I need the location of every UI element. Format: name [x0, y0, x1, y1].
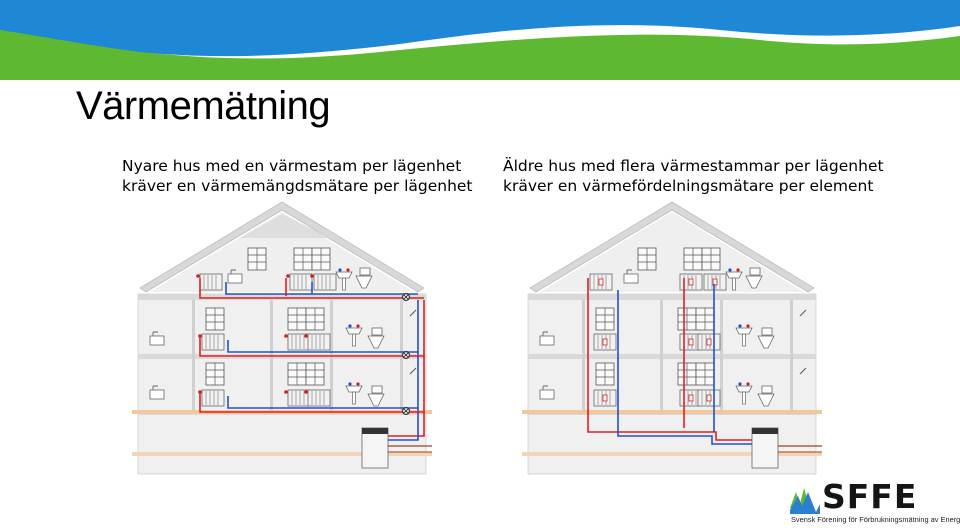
window-icon: [205, 362, 225, 386]
radiator-icon: [197, 389, 225, 407]
boiler-icon: [751, 427, 779, 469]
house-diagram-newer: [132, 201, 432, 475]
caption-left-line2: kräver en värmemängdsmätare per lägenhet: [122, 177, 473, 195]
logo-tagline: Svensk Förening för Förbrukningsmätning …: [791, 515, 960, 524]
page-title: Värmemätning: [76, 84, 331, 128]
window-icon: [247, 247, 267, 271]
window-icon: [305, 362, 325, 386]
radiator-icon: [197, 333, 225, 351]
house-diagram-older: [522, 201, 822, 475]
window-icon: [287, 307, 307, 331]
window-icon: [205, 307, 225, 331]
heat-meter-icon: [402, 407, 411, 416]
caption-right-line1: Äldre hus med flera värmestammar per läg…: [503, 157, 884, 175]
caption-newer-house: Nyare hus med en värmestam per lägenhet …: [122, 156, 473, 196]
radiator-icon: [309, 273, 337, 291]
caption-older-house: Äldre hus med flera värmestammar per läg…: [503, 156, 884, 196]
roof: [139, 201, 425, 293]
shower-icon: [409, 367, 417, 375]
caption-left-line1: Nyare hus med en värmestam per lägenhet: [122, 157, 462, 175]
radiator-icon: [593, 333, 617, 351]
banner-green-wave: [0, 22, 960, 80]
logo-name: SFFE: [822, 477, 918, 516]
window-icon: [305, 307, 325, 331]
radiator-icon: [589, 273, 613, 291]
window-icon: [287, 362, 307, 386]
heat-meter-icon: [402, 292, 411, 301]
sffe-logo-mark: [790, 488, 820, 514]
radiator-icon: [303, 389, 331, 407]
radiator-icon: [697, 333, 721, 351]
supply-riser: [388, 300, 425, 437]
radiator-icon: [593, 389, 617, 407]
shower-icon: [409, 309, 417, 317]
return-riser: [388, 300, 419, 441]
radiator-icon: [285, 273, 313, 291]
window-icon: [293, 247, 313, 271]
caption-right-line2: kräver en värmefördelningsmätare per ele…: [503, 177, 874, 195]
window-icon: [311, 247, 331, 271]
radiator-icon: [303, 333, 331, 351]
radiator-icon: [697, 389, 721, 407]
banner-blue-wave: [0, 0, 960, 57]
header-banner: [0, 0, 960, 80]
heat-meter-icon: [402, 351, 411, 360]
radiator-icon: [703, 273, 727, 291]
boiler-icon: [361, 427, 389, 469]
